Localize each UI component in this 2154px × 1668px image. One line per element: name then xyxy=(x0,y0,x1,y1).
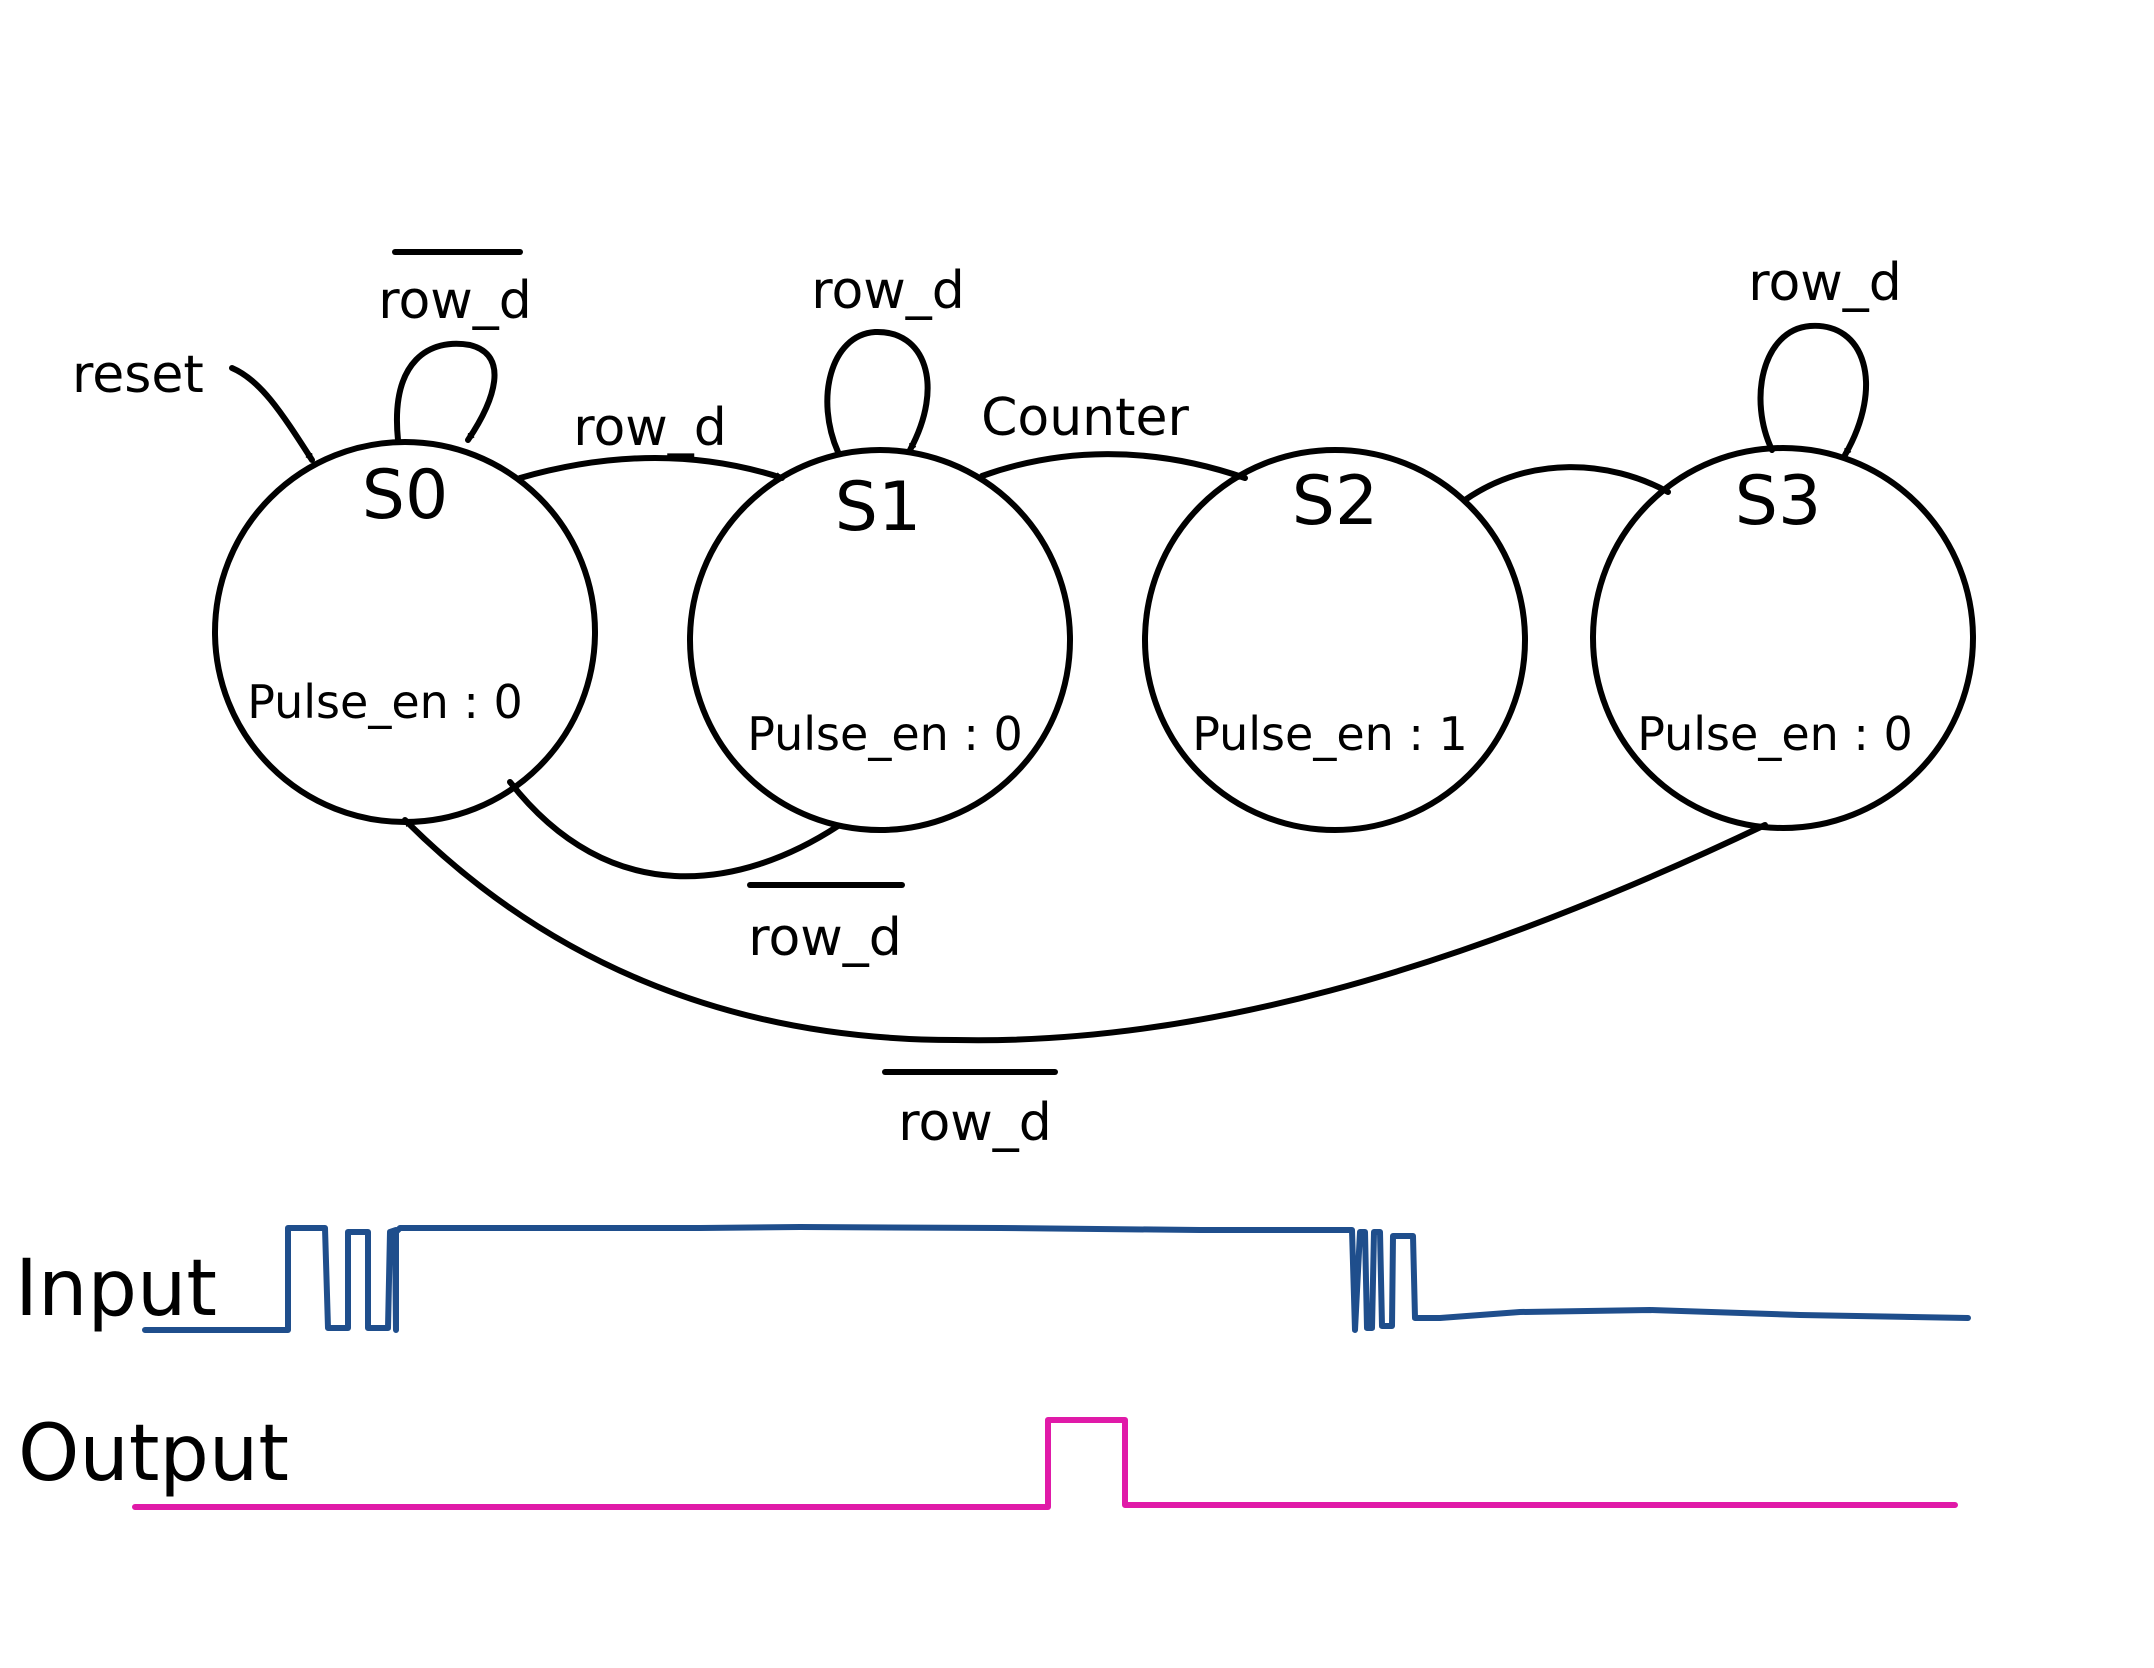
state-s3-name: S3 xyxy=(1735,462,1821,541)
transition-s0-s1: row_d xyxy=(517,398,785,481)
output-waveform xyxy=(132,1417,1958,1510)
state-s1-name: S1 xyxy=(835,468,921,547)
reset-arrow-line xyxy=(229,365,315,463)
self-loop-s0 xyxy=(393,340,498,443)
label-s1-s0: row_d xyxy=(748,908,902,968)
transition-s0-s0: row_d xyxy=(378,249,532,443)
edge-s3-s0 xyxy=(402,817,1768,1044)
output-signal-label: Output xyxy=(18,1409,289,1499)
transition-s3-s0: row_d xyxy=(402,817,1768,1153)
edge-s1-s0 xyxy=(507,779,841,880)
state-s0-output: Pulse_en : 0 xyxy=(247,675,523,729)
input-waveform xyxy=(142,1224,1971,1333)
transition-s3-s3: row_d xyxy=(1748,253,1902,458)
label-s0-s0: row_d xyxy=(378,271,532,331)
self-loop-s3 xyxy=(1757,322,1869,458)
state-s1: S1 Pulse_en : 0 xyxy=(687,447,1073,833)
state-s0: S0 Pulse_en : 0 xyxy=(212,439,598,825)
reset-label: reset xyxy=(72,345,204,405)
output-signal: Output xyxy=(18,1409,1958,1510)
label-s0-s1: row_d xyxy=(573,398,727,458)
input-signal: Input xyxy=(15,1224,1971,1334)
self-loop-s1 xyxy=(824,328,931,455)
edge-s0-s1 xyxy=(517,455,785,481)
transition-s2-s3 xyxy=(1462,464,1671,503)
label-s1-s2: Counter xyxy=(981,388,1189,448)
state-s3: S3 Pulse_en : 0 xyxy=(1590,445,1976,831)
state-s2: S2 Pulse_en : 1 xyxy=(1142,447,1528,833)
state-s2-circle xyxy=(1142,447,1528,833)
state-s3-circle xyxy=(1590,445,1976,831)
label-s3-s3: row_d xyxy=(1748,253,1902,313)
transition-s1-s2: Counter xyxy=(979,388,1248,481)
edge-s1-s2 xyxy=(979,451,1248,481)
state-s1-output: Pulse_en : 0 xyxy=(747,707,1023,761)
transition-s1-s0: row_d xyxy=(507,779,905,968)
input-signal-label: Input xyxy=(15,1244,217,1334)
edge-s2-s3 xyxy=(1462,464,1671,503)
transition-s1-s1: row_d xyxy=(811,261,965,455)
state-s1-circle xyxy=(687,447,1073,833)
label-s3-s0: row_d xyxy=(898,1093,1052,1153)
state-s2-output: Pulse_en : 1 xyxy=(1192,707,1468,761)
state-s2-name: S2 xyxy=(1292,462,1378,541)
label-s1-s1: row_d xyxy=(811,261,965,321)
state-s0-name: S0 xyxy=(362,456,448,535)
state-s3-output: Pulse_en : 0 xyxy=(1637,707,1913,761)
reset-arrow: reset xyxy=(72,345,315,463)
